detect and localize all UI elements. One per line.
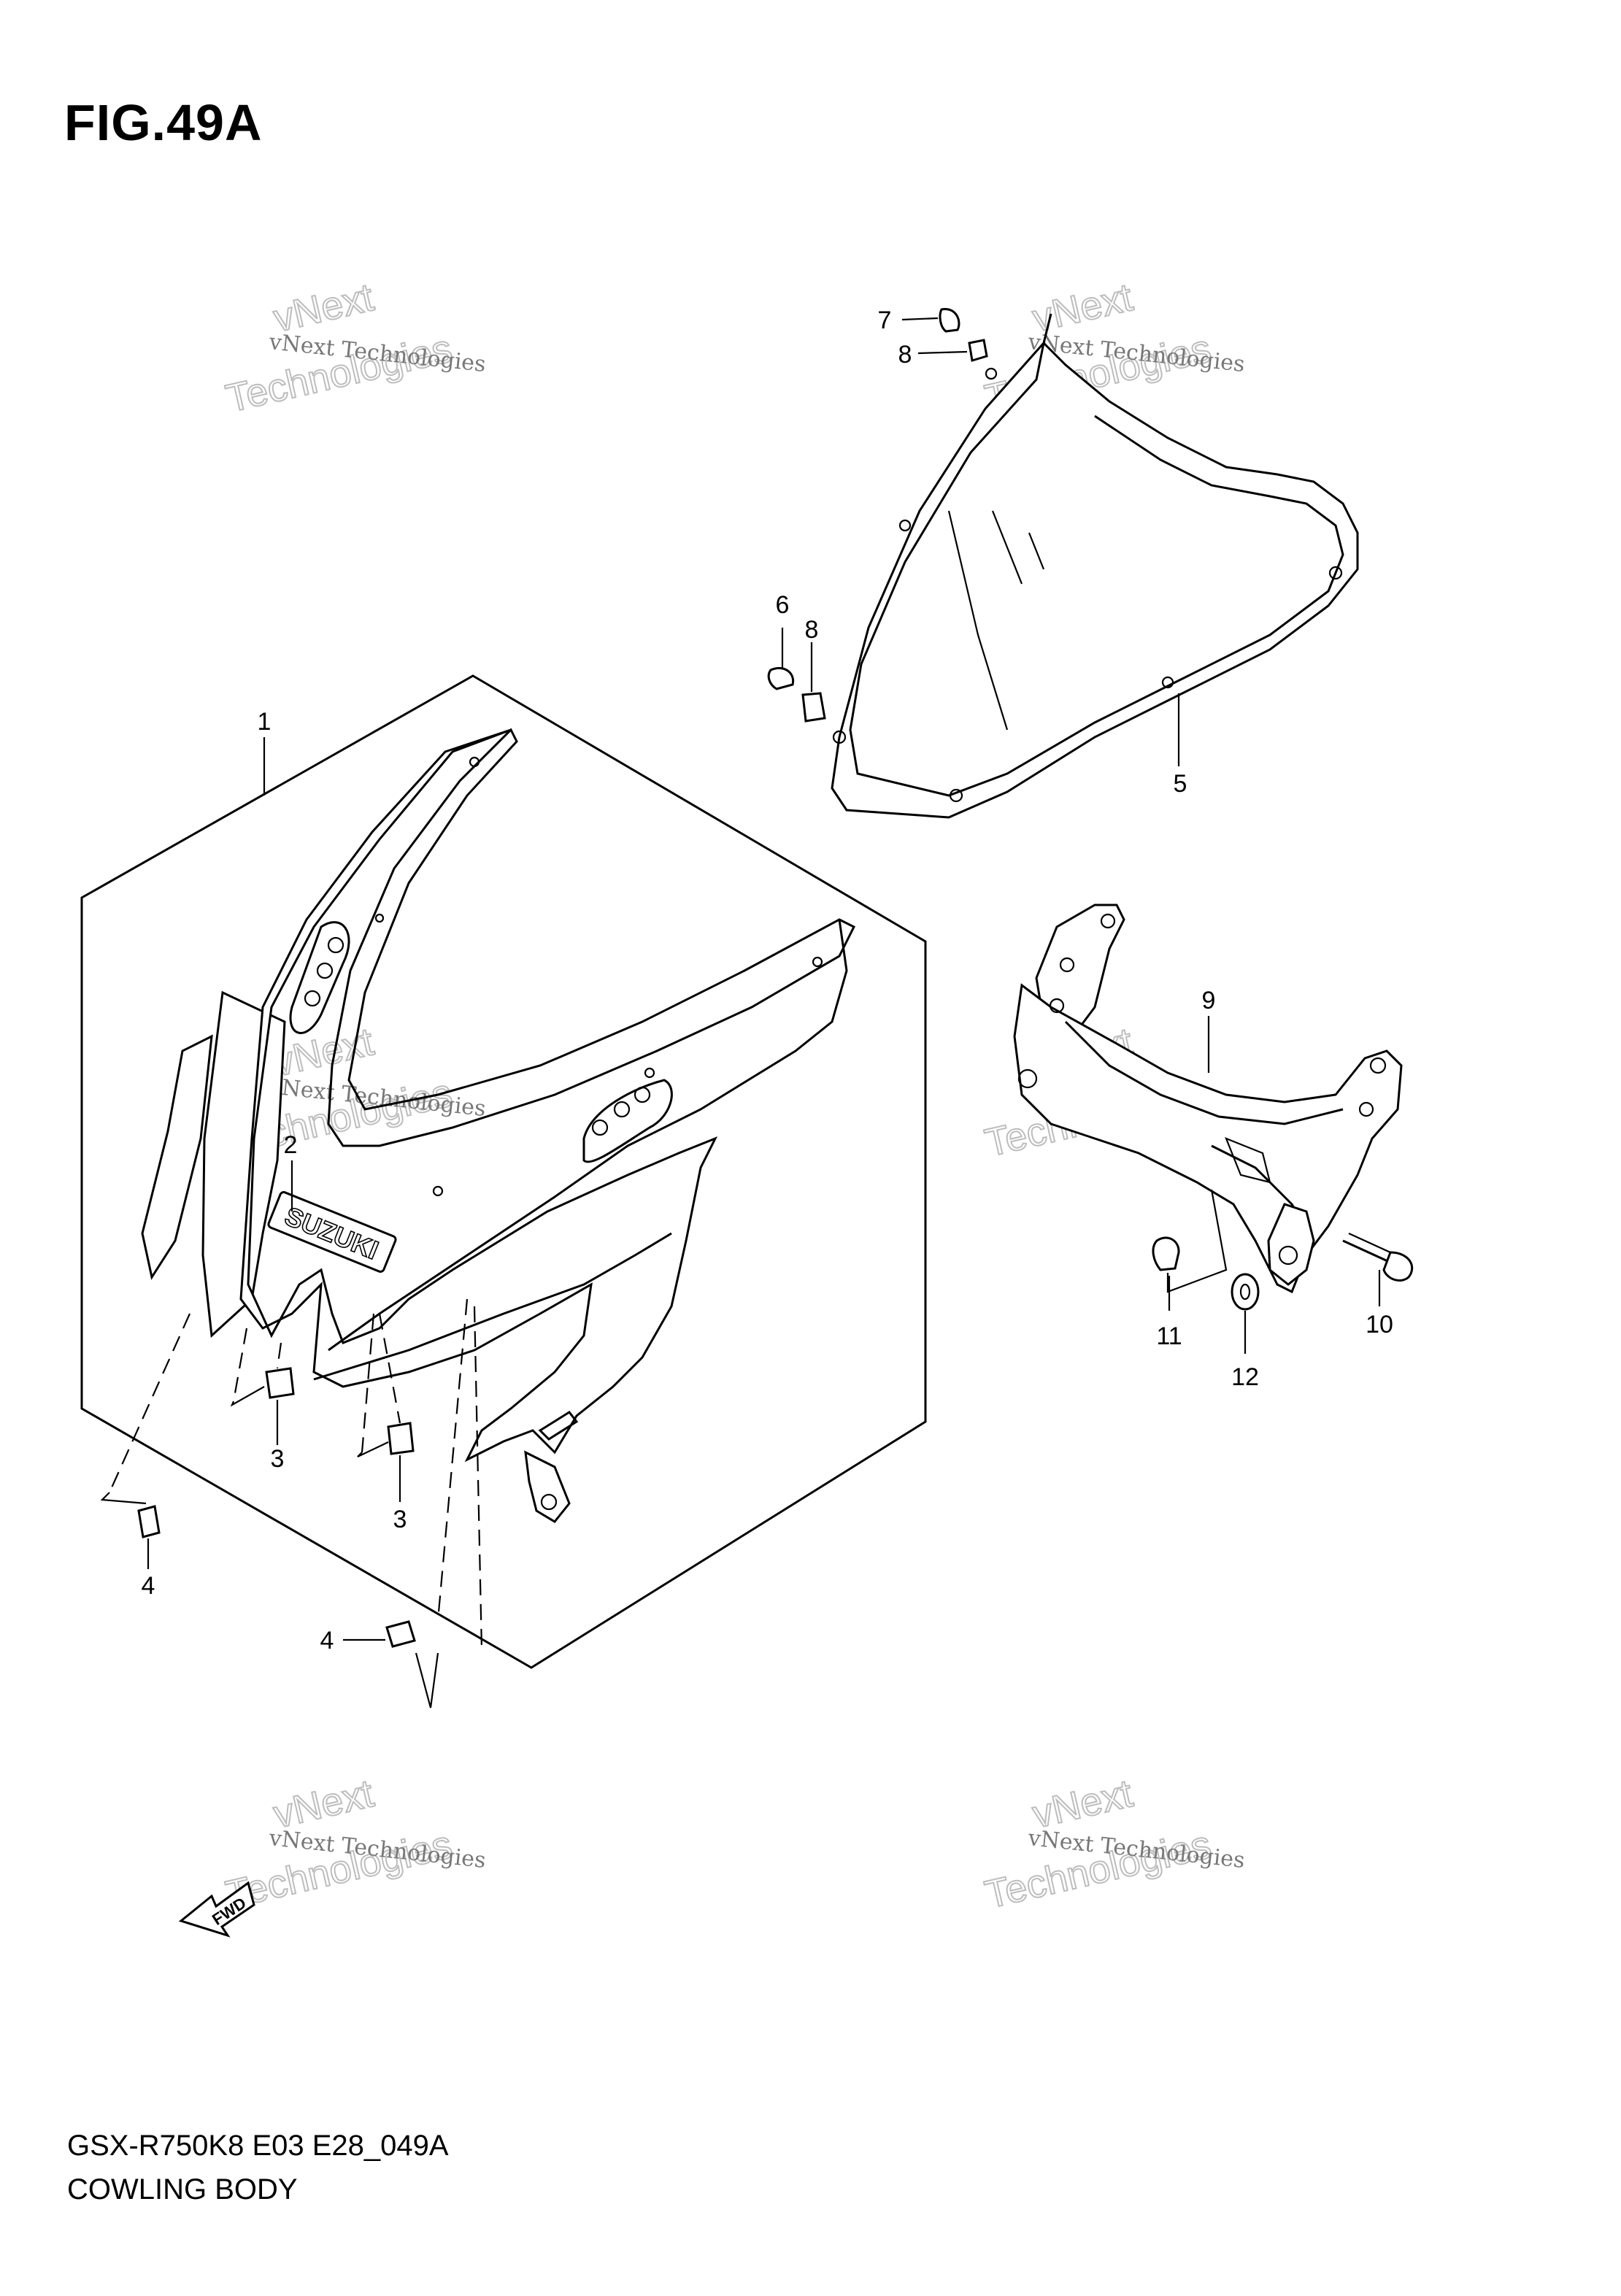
front-cowling xyxy=(141,728,856,1523)
callout-7: 7 xyxy=(878,307,892,334)
callout-1: 1 xyxy=(258,708,272,736)
cushion-4-left xyxy=(137,1505,161,1538)
watermark-bottom-left: vNext Technologies vNext Technologies xyxy=(221,1771,487,1918)
cushion-3-left xyxy=(265,1367,295,1399)
guide-line-3b-b xyxy=(378,1313,401,1424)
cowling-bracket xyxy=(1013,904,1403,1294)
callout-8b: 8 xyxy=(805,616,819,644)
callout-3b: 3 xyxy=(393,1506,407,1533)
guide-line-4b-c xyxy=(415,1652,439,1708)
callout-4a: 4 xyxy=(142,1572,155,1600)
figure-title: FIG.49A xyxy=(64,94,263,151)
watermark-bottom-right: vNext Technologies vNext Technologies xyxy=(980,1771,1246,1918)
cushion-3-right xyxy=(387,1422,415,1455)
callout-8a: 8 xyxy=(898,341,912,369)
windscreen xyxy=(831,313,1359,819)
guide-line-3a xyxy=(232,1328,248,1402)
watermark-top-left: vNext Technologies vNext Technologies xyxy=(221,274,487,422)
callout-10: 10 xyxy=(1366,1311,1393,1338)
fwd-arrow-icon: FWD xyxy=(178,1881,255,1938)
callout-2: 2 xyxy=(284,1131,298,1159)
guide-line-3b-c xyxy=(357,1441,389,1457)
bolt-10 xyxy=(1342,1232,1414,1282)
guide-line-4a-c xyxy=(100,1492,147,1505)
guide-line-3a-c xyxy=(230,1386,265,1407)
guide-line-4a xyxy=(108,1313,191,1493)
screw-7 xyxy=(901,308,960,333)
section-name: COWLING BODY xyxy=(67,2173,298,2206)
guide-line-4b xyxy=(436,1298,469,1621)
model-code: GSX-R750K8 E03 E28_049A xyxy=(67,2130,449,2162)
suzuki-decal: SUZUKI xyxy=(267,1191,397,1273)
guide-line-4b-b xyxy=(473,1306,483,1650)
callout-4b: 4 xyxy=(320,1627,334,1654)
nut-11 xyxy=(1152,1189,1228,1293)
callout-5: 5 xyxy=(1174,770,1187,798)
callout-12: 12 xyxy=(1231,1363,1259,1391)
callout-6: 6 xyxy=(776,591,790,619)
nut-8-top xyxy=(917,339,988,362)
cushion-4-bottom xyxy=(385,1620,416,1648)
screw-6 xyxy=(767,628,795,690)
callout-9: 9 xyxy=(1202,987,1216,1014)
washer-12 xyxy=(1231,1273,1260,1311)
guide-line-3a-b xyxy=(276,1342,282,1369)
callout-11: 11 xyxy=(1156,1322,1182,1350)
assembly-outline-box xyxy=(80,674,927,1669)
callout-3a: 3 xyxy=(271,1445,285,1473)
nut-8-lower xyxy=(801,642,826,723)
